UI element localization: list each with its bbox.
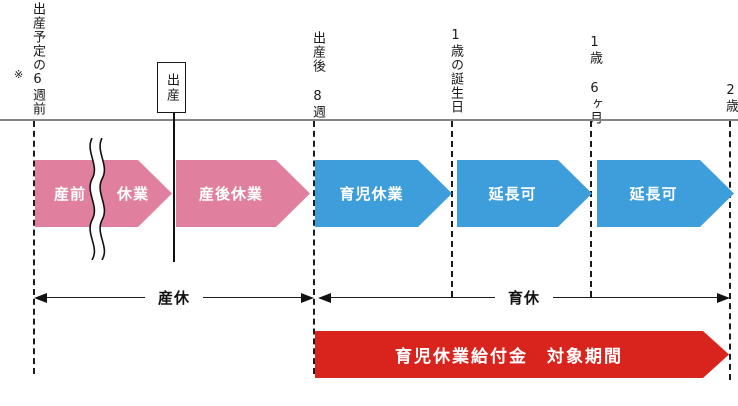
segment-childcare-leave: 育児休業 [315, 160, 452, 227]
guide-line-first-birthday [451, 121, 453, 297]
milestone-label-first-birthday: 1歳の誕生日 [448, 28, 463, 114]
milestone-label-8-weeks-after: 出産後 8週 [310, 31, 325, 119]
timeline-axis [0, 119, 738, 121]
guide-line-8-weeks [313, 121, 315, 374]
segment-extension-2: 延長可 [597, 160, 734, 227]
span-line [331, 296, 495, 299]
guide-line-due-date [33, 121, 35, 374]
segment-extension-1-label: 延長可 [488, 185, 537, 203]
arrowhead-left-icon [34, 292, 47, 303]
segment-postnatal-leave: 産後休業 [176, 160, 310, 227]
segment-prenatal-label-left: 産前 [54, 185, 87, 203]
segment-childcare-label: 育児休業 [339, 185, 404, 203]
guide-line-1y6m [590, 121, 592, 297]
segment-extension-1: 延長可 [457, 160, 592, 227]
span-line [47, 296, 145, 299]
guide-line-2-years [729, 121, 731, 380]
break-squiggle-icon [89, 138, 106, 260]
birth-marker-line [173, 111, 175, 262]
benefit-period-banner: 育児休業給付金 対象期間 [315, 331, 729, 378]
span-childcare-leave: 育休 [318, 289, 731, 307]
span-maternity-leave: 産休 [34, 289, 315, 307]
benefit-period-banner-label: 育児休業給付金 対象期間 [395, 347, 623, 367]
arrowhead-left-icon [318, 292, 331, 303]
span-childcare-label: 育休 [508, 289, 541, 307]
span-line [553, 296, 718, 299]
milestone-label-due-date: 出産予定の6週前 [30, 2, 45, 116]
milestone-label-2-years: 2歳 [723, 83, 738, 113]
span-maternity-label: 産休 [158, 289, 191, 307]
segment-prenatal-label-right: 休業 [117, 185, 150, 203]
arrowhead-right-icon [717, 292, 731, 303]
span-line [203, 296, 302, 299]
milestone-note-asterisk: ※ [14, 68, 24, 81]
segment-extension-2-label: 延長可 [629, 185, 678, 203]
arrowhead-right-icon [301, 292, 315, 303]
milestone-birth-box: 出産 [157, 62, 186, 113]
segment-postnatal-label: 産後休業 [198, 185, 263, 203]
milestone-label-1y6m: 1歳 6ヶ月 [587, 35, 602, 125]
